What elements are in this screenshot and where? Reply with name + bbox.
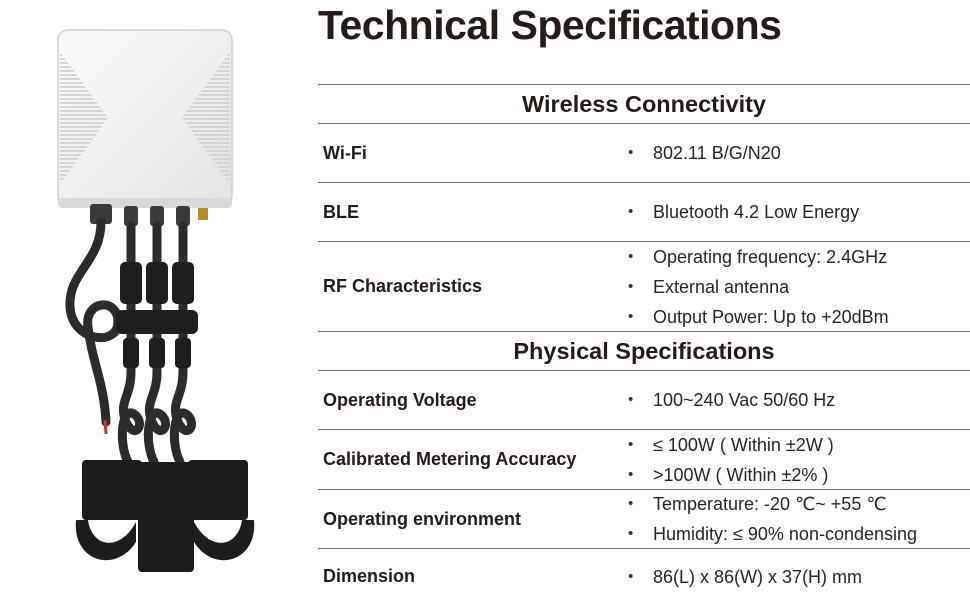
spec-value: ≤ 100W ( Within ±2W )	[628, 430, 970, 460]
spec-values: ≤ 100W ( Within ±2W ) >100W ( Within ±2%…	[628, 430, 970, 490]
current-transformer-clamps	[75, 460, 255, 572]
spec-value: 100~240 Vac 50/60 Hz	[628, 385, 970, 415]
spec-label: Operating Voltage	[323, 389, 477, 410]
page-title: Technical Specifications	[318, 2, 782, 48]
spec-value: External antenna	[628, 272, 970, 302]
spec-values: Temperature: -20 ℃~ +55 ℃ Humidity: ≤ 90…	[628, 489, 970, 549]
spec-values: 86(L) x 86(W) x 37(H) mm	[628, 562, 970, 592]
spec-row-dimension: Dimension 86(L) x 86(W) x 37(H) mm	[318, 548, 970, 604]
spec-value: Humidity: ≤ 90% non-condensing	[628, 519, 970, 549]
spec-label: RF Characteristics	[323, 276, 483, 296]
inline-connectors	[116, 262, 198, 368]
spec-value: Bluetooth 4.2 Low Energy	[628, 197, 970, 227]
spec-label: Calibrated Metering Accuracy	[323, 449, 577, 469]
device-housing	[57, 29, 233, 208]
section-heading-physical: Physical Specifications	[318, 331, 970, 370]
spec-row-wifi: Wi-Fi 802.11 B/G/N20	[318, 123, 970, 182]
spec-label: Wi-Fi	[323, 142, 367, 163]
spec-row-accuracy: Calibrated Metering Accuracy ≤ 100W ( Wi…	[318, 429, 970, 490]
spec-value: Operating frequency: 2.4GHz	[628, 242, 970, 272]
spec-label: Operating environment	[323, 508, 522, 529]
spec-row-ble: BLE Bluetooth 4.2 Low Energy	[318, 182, 970, 241]
spec-table: Wireless Connectivity Wi-Fi 802.11 B/G/N…	[318, 84, 970, 604]
spec-values: 802.11 B/G/N20	[628, 138, 970, 168]
power-cable	[65, 217, 123, 427]
spec-values: 100~240 Vac 50/60 Hz	[628, 385, 970, 415]
sensor-cables	[117, 221, 196, 467]
spec-value: >100W ( Within ±2% )	[628, 460, 970, 490]
spec-values: Operating frequency: 2.4GHz External ant…	[628, 242, 970, 332]
spec-value: Output Power: Up to +20dBm	[628, 302, 970, 332]
spec-label: BLE	[323, 201, 359, 222]
spec-label: Dimension	[323, 566, 416, 586]
section-heading-wireless: Wireless Connectivity	[318, 84, 970, 123]
spec-value: 802.11 B/G/N20	[628, 138, 970, 168]
spec-row-voltage: Operating Voltage 100~240 Vac 50/60 Hz	[318, 370, 970, 429]
spec-value: 86(L) x 86(W) x 37(H) mm	[628, 562, 970, 592]
cable-connectors	[90, 204, 208, 226]
spec-value: Temperature: -20 ℃~ +55 ℃	[628, 489, 970, 519]
energy-meter-device-image	[57, 29, 255, 572]
spec-values: Bluetooth 4.2 Low Energy	[628, 197, 970, 227]
spec-row-rf: RF Characteristics Operating frequency: …	[318, 241, 970, 332]
spec-row-environment: Operating environment Temperature: -20 ℃…	[318, 489, 970, 549]
